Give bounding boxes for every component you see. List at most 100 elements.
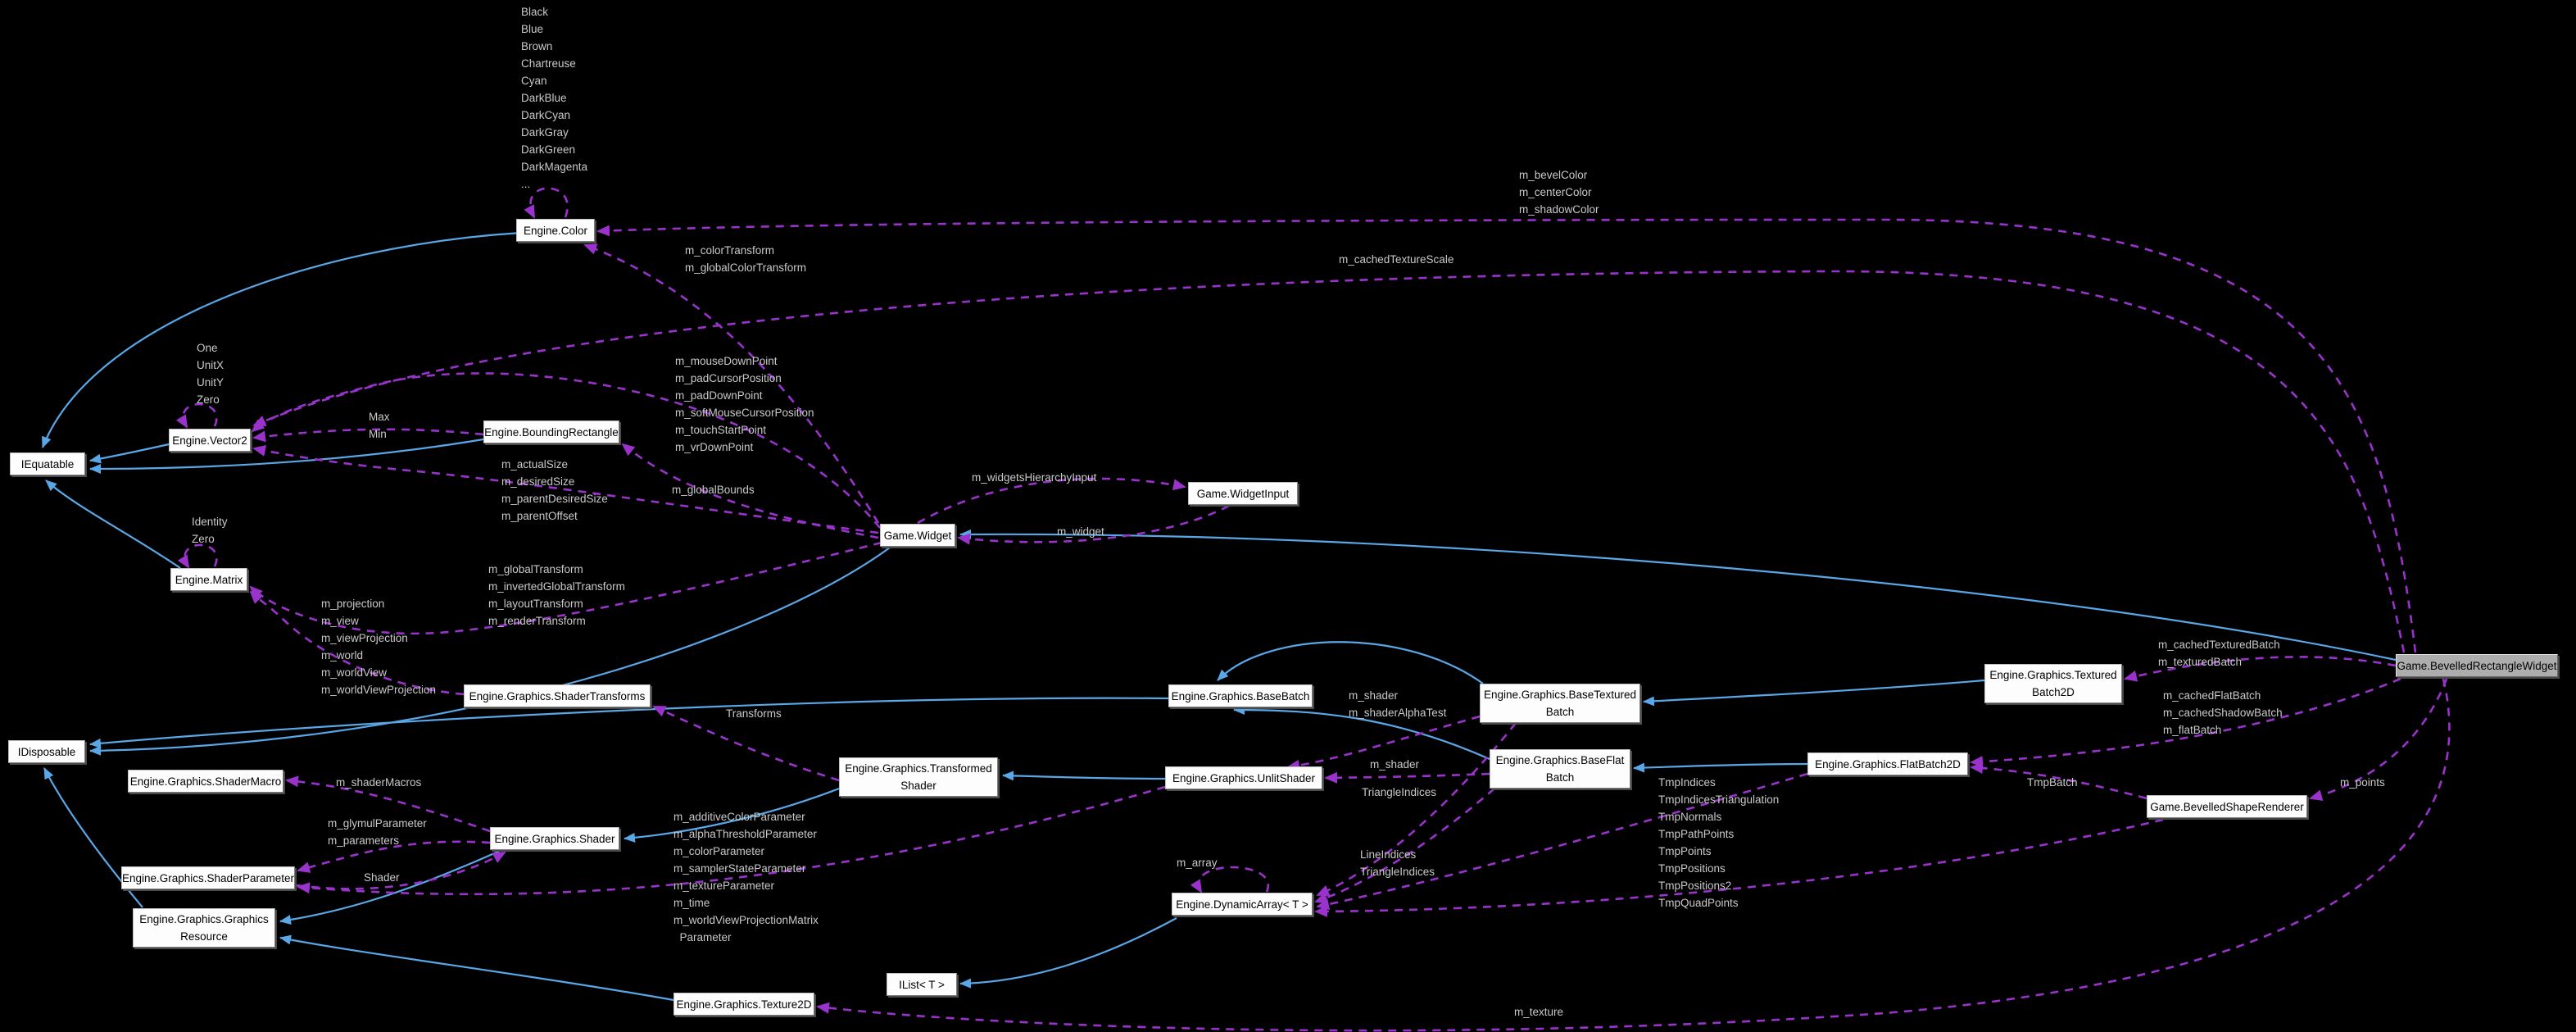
edge-widget-to-color xyxy=(583,243,880,524)
class-node-engine-graphics-texture2d[interactable]: Engine.Graphics.Texture2D xyxy=(673,993,814,1016)
edge-label-line: TmpPathPoints xyxy=(1658,828,1735,840)
class-node-engine-graphics-shadermacro[interactable]: Engine.Graphics.ShaderMacro xyxy=(128,770,283,793)
edge-bevelledrectanglewidget-to-vector2 xyxy=(252,270,2406,653)
edge-boundingrectangle-to-vector2 xyxy=(252,428,484,443)
class-node-engine-color[interactable]: Engine.Color xyxy=(516,219,595,242)
edge-label-line: m_cachedShadowBatch xyxy=(2163,707,2283,719)
class-node-iequatable[interactable]: IEquatable xyxy=(10,452,85,475)
edge-label-line: m_cachedTextureScale xyxy=(1339,253,1454,266)
class-node-label: Batch xyxy=(1545,771,1575,784)
class-node-engine-vector2[interactable]: Engine.Vector2 xyxy=(169,429,251,452)
class-node-label: Engine.Matrix xyxy=(175,573,243,586)
edge-label-line: Cyan xyxy=(521,75,547,87)
class-node-game-widget[interactable]: Game.Widget xyxy=(880,524,955,547)
edge-vector2-to-iequatable xyxy=(89,443,170,464)
class-node-engine-matrix[interactable]: Engine.Matrix xyxy=(170,568,247,591)
class-node-engine-graphics-shadertransforms[interactable]: Engine.Graphics.ShaderTransforms xyxy=(464,684,651,707)
class-node-label: Game.BevelledShapeRenderer xyxy=(2150,800,2304,813)
edge-baseflatbatch-to-basebatch xyxy=(1233,705,1490,761)
edge-label-line: One xyxy=(197,342,218,354)
edge-label-global-bounds: m_globalBounds xyxy=(672,481,755,498)
edge-flatbatch2d-to-dynamicarray xyxy=(1316,772,1808,911)
edge-widget-to-boundingrectangle xyxy=(621,443,879,539)
class-node-engine-boundingrectangle[interactable]: Engine.BoundingRectangle xyxy=(483,421,619,443)
edge-label-line: m_colorParameter xyxy=(673,845,765,857)
edge-label-line: m_cachedTexturedBatch xyxy=(2158,639,2280,651)
edge-boundingrectangle-to-iequatable xyxy=(89,438,484,474)
edge-baseflatbatch-to-dynamicarray xyxy=(1314,788,1495,903)
edge-label-cached-texture-scale: m_cachedTextureScale xyxy=(1339,251,1454,268)
class-node-engine-graphics-basebatch[interactable]: Engine.Graphics.BaseBatch xyxy=(1168,684,1313,707)
edge-texturedbatch2d-to-basetexturedbatch xyxy=(1643,679,1985,707)
edge-label-tmp-batch: TmpBatch xyxy=(2027,774,2078,791)
edge-label-line: m_view xyxy=(321,615,359,627)
edge-label-line: m_additiveColorParameter xyxy=(673,811,805,823)
class-node-label: Engine.Graphics.BaseTextured xyxy=(1483,689,1637,701)
edge-label-line: DarkCyan xyxy=(521,109,571,121)
edge-label-m-texture: m_texture xyxy=(1514,1003,1563,1021)
class-node-engine-graphics-shaderparameter[interactable]: Engine.Graphics.ShaderParameter xyxy=(121,866,295,889)
class-node-game-widgetinput[interactable]: Game.WidgetInput xyxy=(1188,482,1298,505)
class-node-engine-graphics-shader[interactable]: Engine.Graphics.Shader xyxy=(490,827,619,850)
edge-label-line: m_mouseDownPoint xyxy=(675,355,778,367)
edge-label-line: m_centerColor xyxy=(1519,186,1592,198)
edge-label-m-points: m_points xyxy=(2340,774,2385,791)
edge-label-line: Parameter xyxy=(673,931,732,943)
edge-label-line: Identity xyxy=(192,516,228,528)
edge-basetexturedbatch-to-basebatch xyxy=(1217,641,1484,684)
edge-label-line: Blue xyxy=(521,23,544,35)
class-node-label: Shader xyxy=(900,780,937,792)
class-node-engine-graphics-flatbatch2d[interactable]: Engine.Graphics.FlatBatch2D xyxy=(1807,752,1968,775)
edge-label-line: m_viewProjection xyxy=(321,632,408,644)
edge-label-line: m_softMouseCursorPosition xyxy=(675,407,814,419)
edge-vector2-self-loop xyxy=(175,402,218,429)
edge-bevelledrectanglewidget-to-texturedbatch2d xyxy=(2124,656,2397,682)
class-node-label: Engine.Graphics.Textured xyxy=(1989,669,2117,681)
edge-widget-to-matrix xyxy=(249,541,882,635)
class-node-label: Engine.Graphics.Texture2D xyxy=(676,998,812,1011)
class-node-label: Engine.Graphics.BaseFlat xyxy=(1495,754,1625,766)
class-node-label: Engine.BoundingRectangle xyxy=(484,425,619,439)
edge-label-line: TmpPositions2 xyxy=(1658,880,1732,892)
edge-label-widget-color-fields: m_colorTransform m_globalColorTransform xyxy=(685,242,806,276)
class-node-label: Engine.Graphics.BaseBatch xyxy=(1171,689,1310,702)
class-node-game-bevelledrectanglewidget[interactable]: Game.BevelledRectangleWidget xyxy=(2396,654,2558,677)
edge-label-shader-prop: Shader xyxy=(364,869,400,886)
edge-label-line: m_widgetsHierarchyInput xyxy=(972,471,1097,484)
class-node-label: Engine.Color xyxy=(523,224,588,237)
edge-shader-to-shadermacro xyxy=(285,775,491,833)
edge-label-line: m_colorTransform xyxy=(685,244,775,257)
edge-label-line: m_worldViewProjectionMatrix xyxy=(673,914,819,926)
edge-label-line: m_padDownPoint xyxy=(675,389,763,402)
class-node-engine-graphics-unlitshader[interactable]: Engine.Graphics.UnlitShader xyxy=(1165,766,1322,789)
edge-label-line: Zero xyxy=(197,393,220,406)
edge-matrix-self-loop xyxy=(177,543,218,569)
edge-transformedshader-to-shader xyxy=(624,787,840,843)
edge-label-line: m_touchStartPoint xyxy=(675,424,767,436)
class-node-ilist[interactable]: IList< T > xyxy=(887,973,957,996)
edge-label-textured-triangle-indices: TriangleIndices xyxy=(1362,784,1436,801)
edge-label-line: m_parameters xyxy=(328,834,400,847)
class-node-game-bevelledshaperenderer[interactable]: Game.BevelledShapeRenderer xyxy=(2147,795,2307,818)
edge-label-line: m_globalColorTransform xyxy=(685,261,807,274)
class-node-idisposable[interactable]: IDisposable xyxy=(8,740,85,763)
edge-basetexturedbatch-to-dynamicarray xyxy=(1316,722,1517,897)
edge-widget-to-widgetinput xyxy=(917,477,1186,525)
edge-label-line: Chartreuse xyxy=(521,57,576,70)
edge-label-line: Max xyxy=(369,411,390,423)
class-node-engine-dynamicarray[interactable]: Engine.DynamicArray< T > xyxy=(1172,893,1313,916)
class-node-label: Game.WidgetInput xyxy=(1196,487,1290,500)
